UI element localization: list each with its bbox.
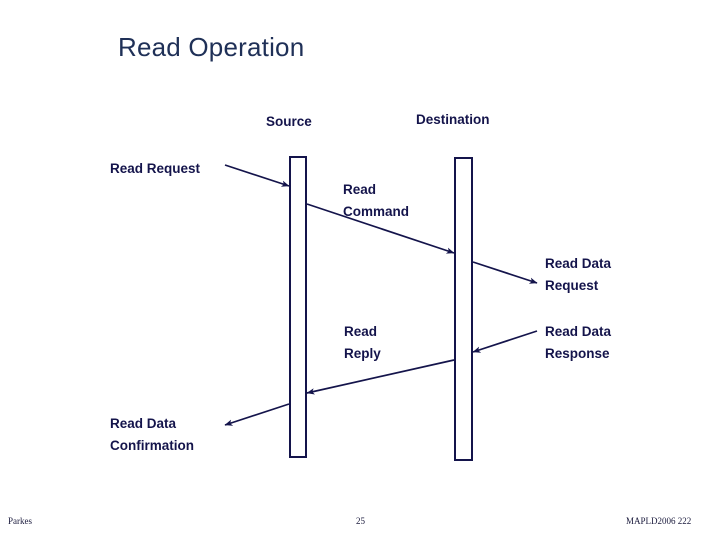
lifeline-source — [289, 156, 307, 458]
lifeline-destination — [454, 157, 473, 461]
message-label-read-data-request: Read Data Request — [545, 256, 612, 293]
message-label-read-data-confirmation: Read Data Confirmation — [110, 416, 194, 453]
message-label-read-request: Read Request — [110, 161, 201, 176]
footer-page-number: 25 — [356, 516, 365, 526]
actor-label-destination: Destination — [416, 112, 490, 127]
message-arrow-read-data-request — [472, 261, 538, 284]
actor-label-source: Source — [266, 114, 312, 129]
message-label-read-command: Read Command — [343, 182, 410, 219]
page-title: Read Operation — [118, 32, 305, 62]
message-label-read-data-response: Read Data Response — [545, 324, 612, 361]
message-arrow-read-data-confirmation — [224, 403, 290, 426]
message-arrow-read-data-response — [472, 330, 538, 353]
message-arrow-read-request — [224, 164, 290, 187]
message-label-read-reply: Read Reply — [344, 324, 381, 361]
footer-conference: MAPLD2006 222 — [626, 516, 692, 526]
footer-author: Parkes — [8, 516, 32, 526]
